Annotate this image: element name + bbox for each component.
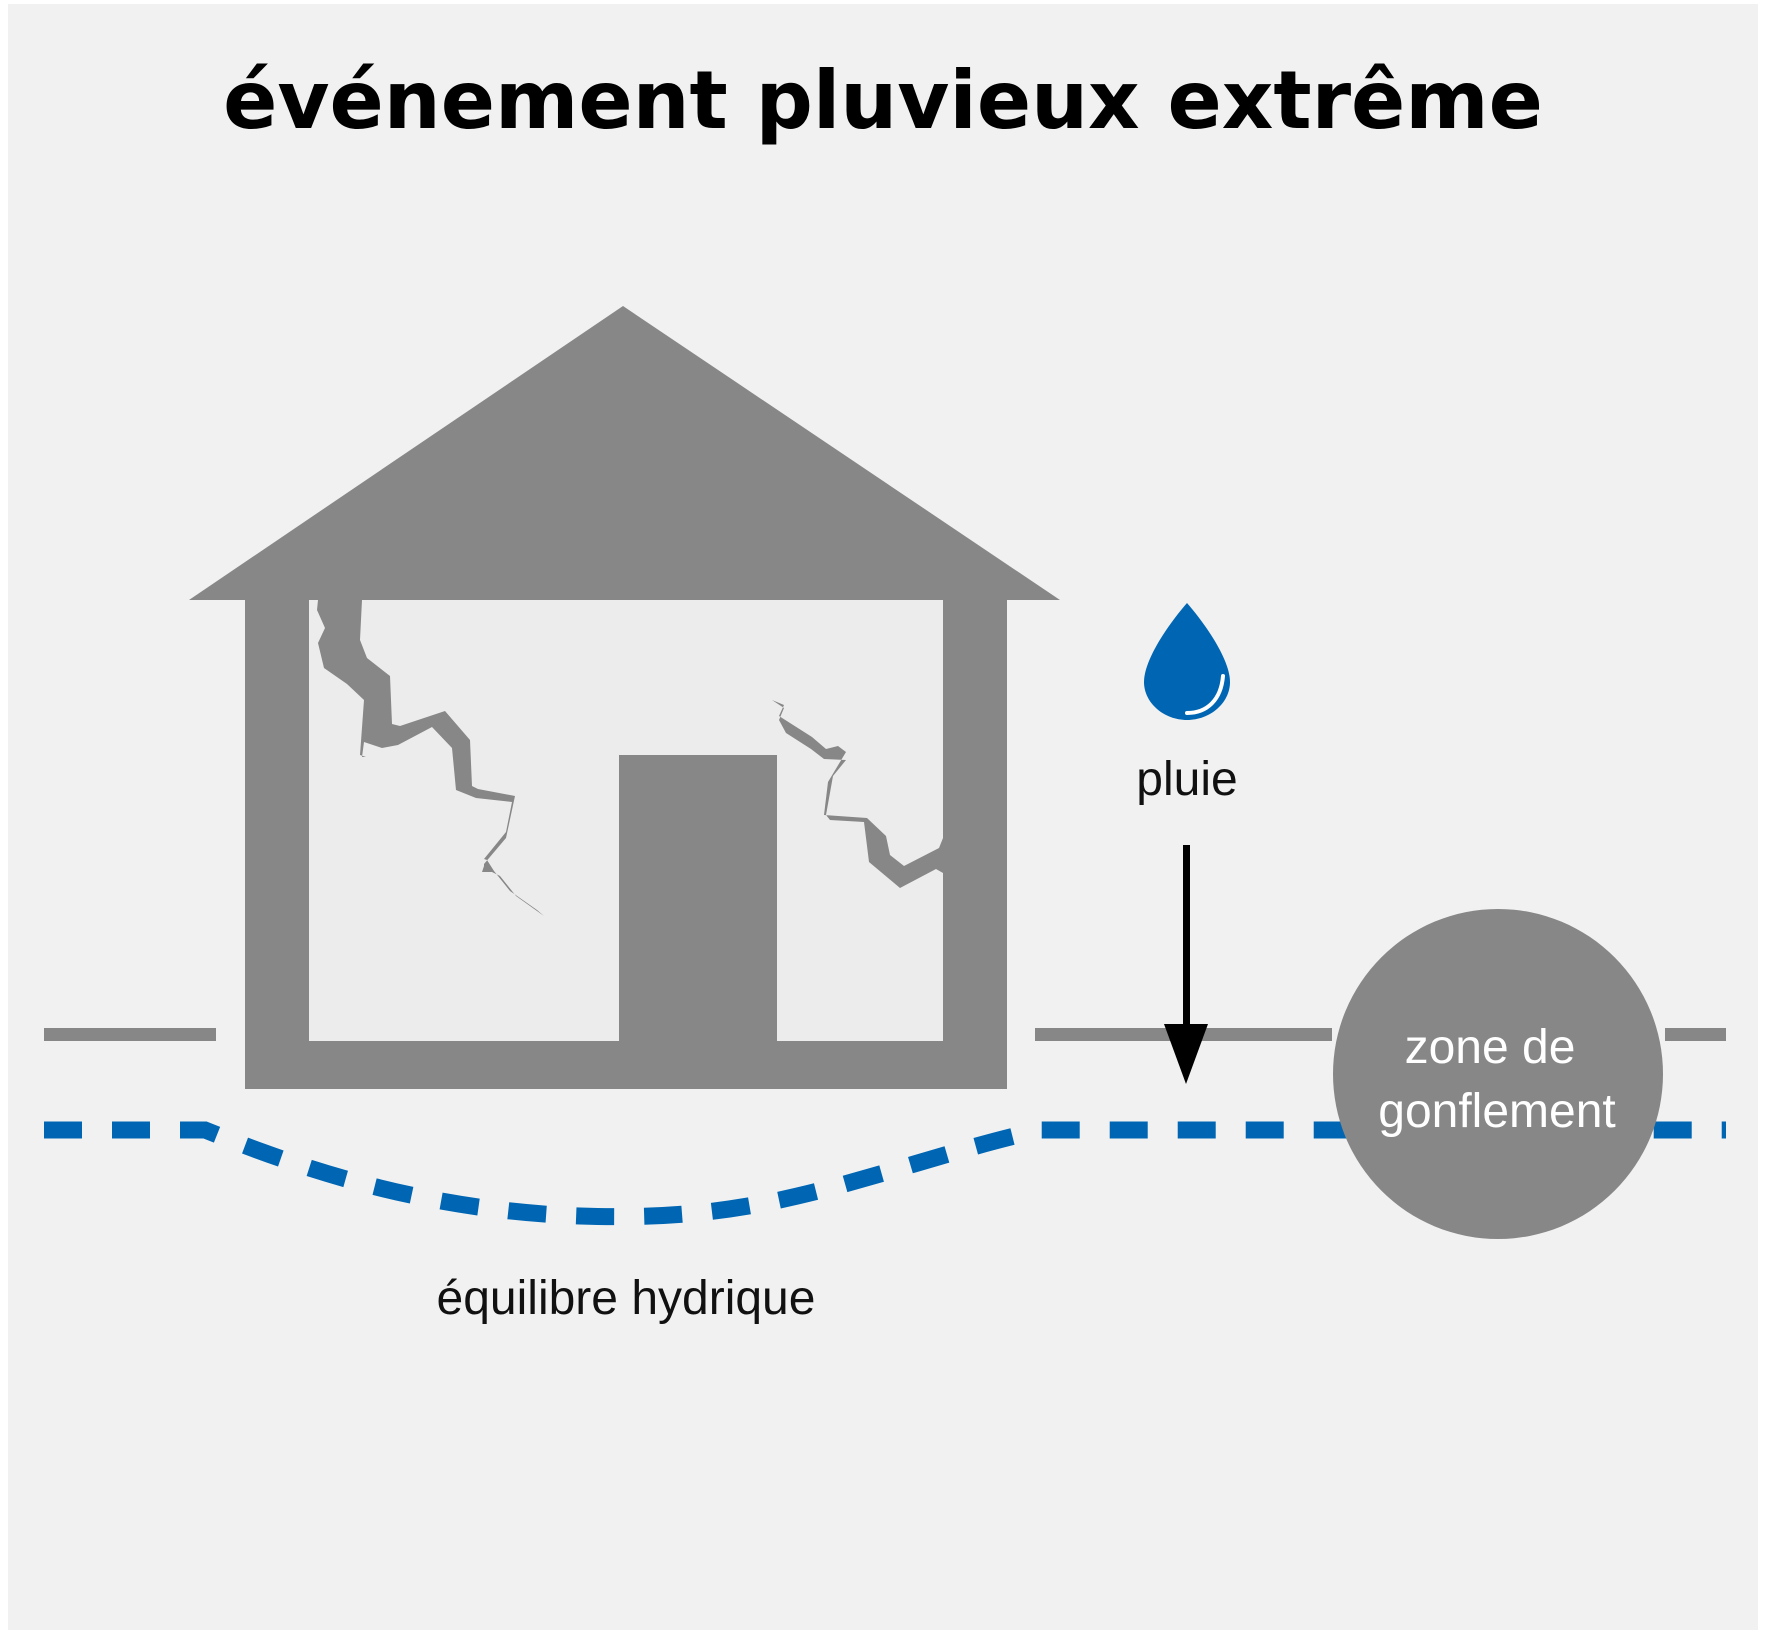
water-drop-shape (1144, 603, 1230, 720)
water-balance-line (44, 1121, 1726, 1226)
down-arrow-icon (1164, 845, 1208, 1084)
down-arrow-shaft (1183, 845, 1190, 1028)
down-arrow-head (1164, 1024, 1208, 1084)
crack-left (317, 600, 544, 916)
ground-segment-right (1665, 1028, 1726, 1041)
water-balance-label: équilibre hydrique (437, 1272, 816, 1325)
swell-zone-label-line2: gonflement (1378, 1085, 1616, 1138)
swell-zone-label-line1: zone de (1405, 1021, 1576, 1074)
diagram-title: événement pluvieux extrême (223, 54, 1543, 147)
rain-label: pluie (1136, 753, 1237, 806)
house-icon (189, 306, 1060, 1089)
house-door (619, 755, 777, 1045)
crack-right (772, 700, 943, 888)
water-drop-icon (1144, 603, 1230, 720)
water-drop-highlight (1185, 674, 1225, 715)
swell-zone-circle (1333, 909, 1663, 1239)
wall-crack-icon (317, 600, 943, 916)
ground-segment-left (44, 1028, 216, 1041)
house-roof (189, 306, 1060, 600)
